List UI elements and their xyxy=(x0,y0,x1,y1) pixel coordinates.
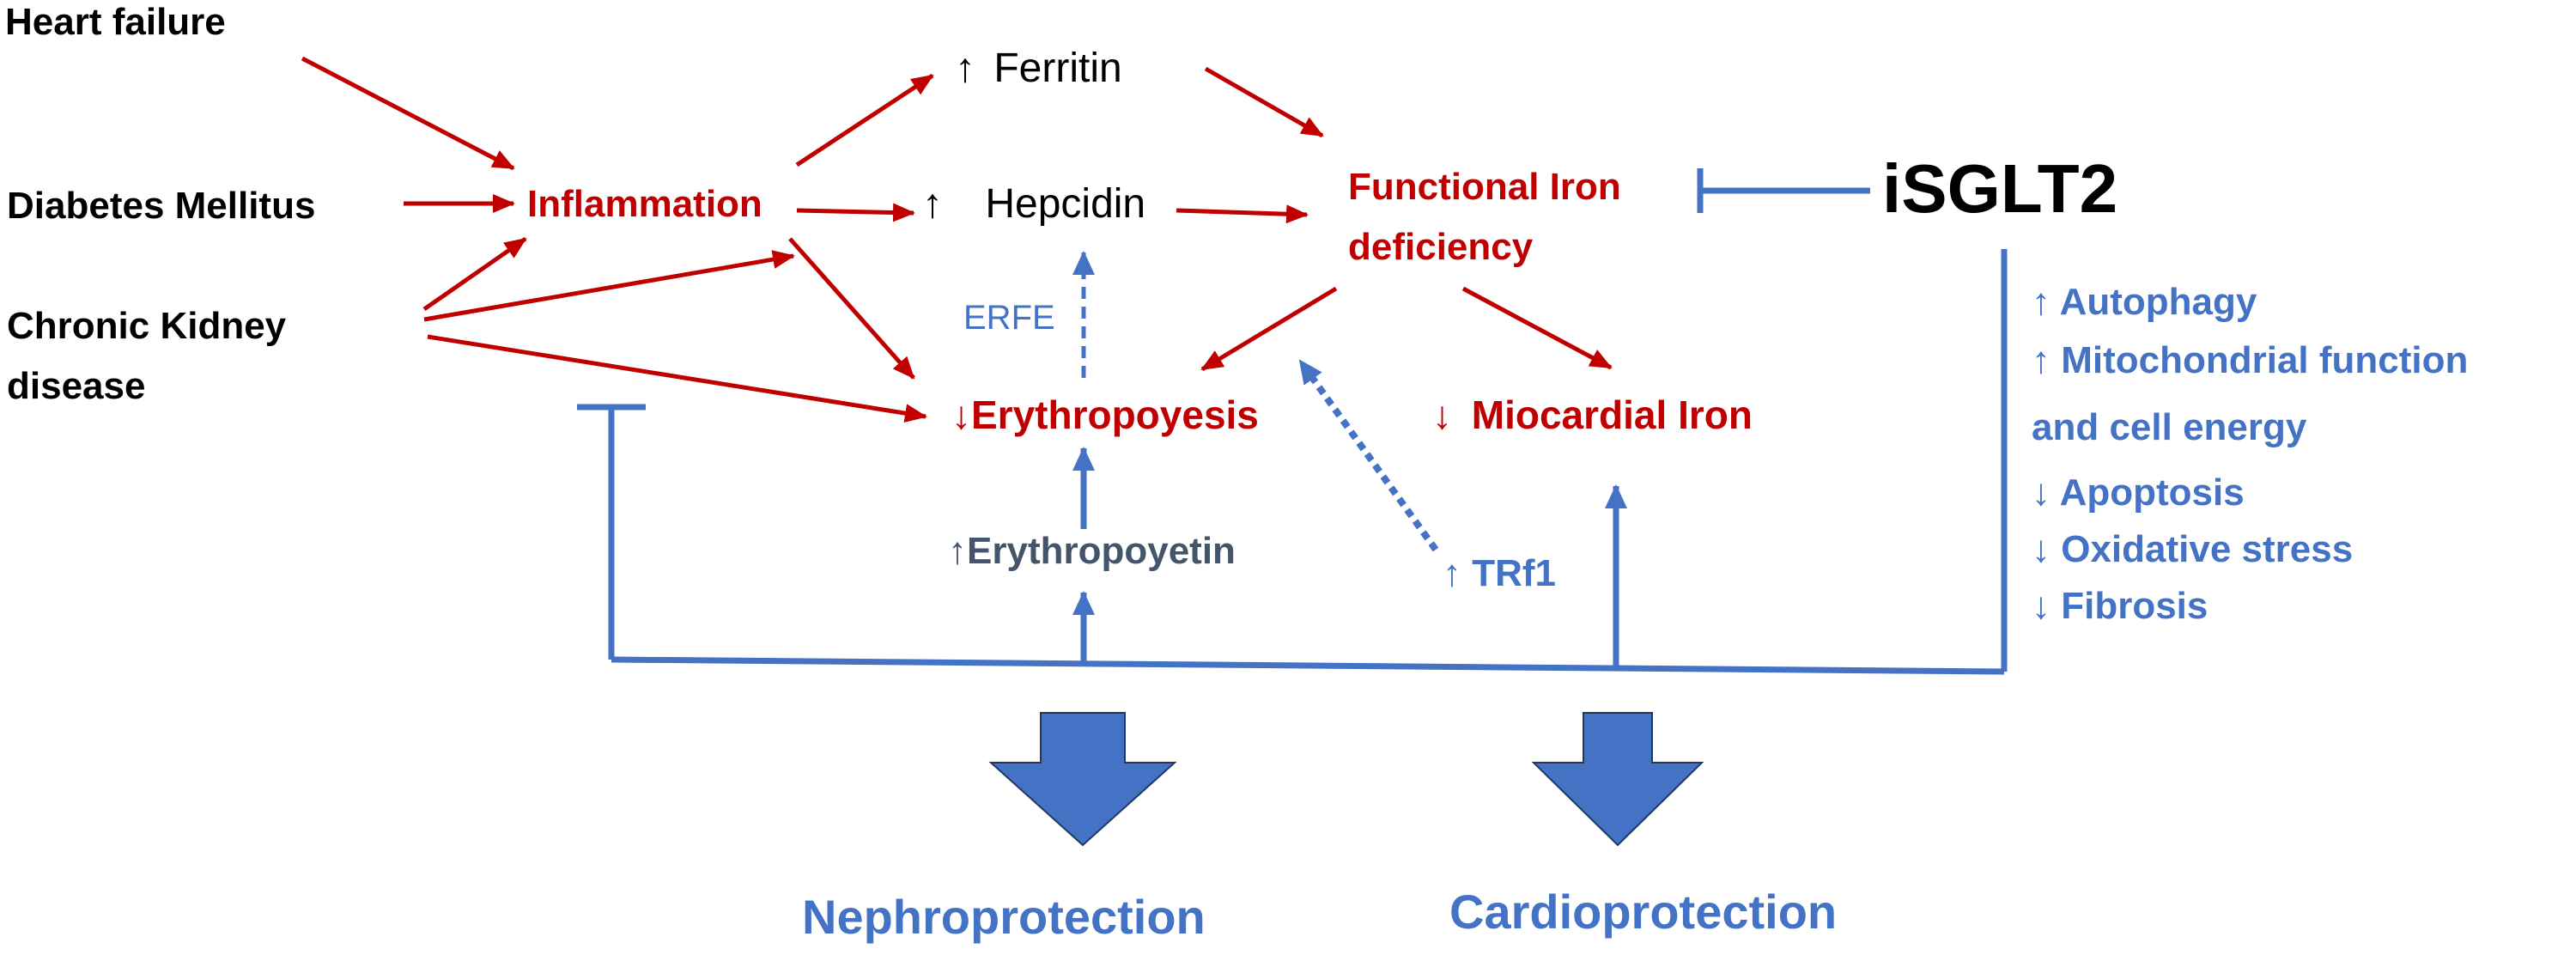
nephroprotection-label: Nephroprotection xyxy=(802,890,1206,944)
trf1-label: ↑ TRf1 xyxy=(1443,552,1556,594)
fid-label-line1: Functional Iron xyxy=(1348,166,1621,208)
ferritin-label: Ferritin xyxy=(993,46,1122,91)
effect-apoptosis: ↓ Apoptosis xyxy=(2032,471,2245,514)
cardioprotection-label: Cardioprotection xyxy=(1449,885,1838,939)
arrow-inflammation-to-erythropoiesis xyxy=(788,237,915,380)
erythropoietin-node: ↑Erythropoyetin xyxy=(948,532,1236,570)
effect-mitochondrial-function: ↑ Mitochondrial function xyxy=(2032,339,2469,381)
arrow-ferritin-to-fid xyxy=(1204,66,1324,138)
arrow-heart-failure-to-inflammation xyxy=(301,56,515,171)
isglt2-label: iSGLT2 xyxy=(1882,150,2118,227)
nephroprotection-block-arrow xyxy=(988,712,1177,847)
erythropoiesis-node: ↓Erythropoyesis xyxy=(951,395,1259,435)
arrow-fid-to-myocardial xyxy=(1461,286,1613,370)
bracket-bottom-line xyxy=(611,656,2005,675)
hepcidin-node: ↑ Hepcidin xyxy=(922,184,1145,225)
erfe-label: ERFE xyxy=(963,299,1055,337)
decrease-arrow-icon: ↓ xyxy=(1432,392,1452,437)
effect-autophagy: ↑ Autophagy xyxy=(2032,281,2257,323)
increase-arrow-icon: ↑ xyxy=(955,46,975,91)
hepcidin-label: Hepcidin xyxy=(985,181,1146,227)
arrow-ckd-to-inflammation xyxy=(422,236,527,312)
arrow-trf1-to-erythropoiesis xyxy=(1297,358,1439,552)
effect-fibrosis: ↓ Fibrosis xyxy=(2032,585,2208,627)
ferritin-node: ↑ Ferritin xyxy=(955,48,1122,89)
increase-arrow-icon: ↑ xyxy=(922,181,943,227)
ckd-label-line2: disease xyxy=(7,365,146,407)
arrow-inflammation-to-hepcidin xyxy=(796,203,915,222)
fid-label-line2: deficiency xyxy=(1348,226,1534,268)
arrow-ckd-to-erythropoiesis xyxy=(427,334,927,423)
effect-cell-energy: and cell energy xyxy=(2032,406,2307,448)
arrow-ckd-to-hepcidin xyxy=(423,250,795,322)
cardioprotection-block-arrow xyxy=(1531,712,1704,847)
inflammation-label: Inflammation xyxy=(527,183,762,225)
myocardial-iron-node: ↓ Miocardial Iron xyxy=(1432,395,1753,435)
arrow-fid-to-erythropoiesis xyxy=(1200,286,1338,372)
erythropoietin-label: Erythropoyetin xyxy=(967,530,1236,572)
arrow-hepcidin-to-fid xyxy=(1176,204,1309,224)
diabetes-mellitus-label: Diabetes Mellitus xyxy=(7,185,316,227)
effect-oxidative-stress: ↓ Oxidative stress xyxy=(2032,528,2354,570)
arrow-inflammation-to-ferritin xyxy=(795,73,934,167)
increase-arrow-icon: ↑ xyxy=(948,530,967,572)
ckd-label-line1: Chronic Kidney xyxy=(7,305,287,347)
heart-failure-label: Heart failure xyxy=(5,1,226,43)
erythropoiesis-label: Erythropoyesis xyxy=(971,392,1259,437)
myocardial-iron-label: Miocardial Iron xyxy=(1471,392,1753,437)
decrease-arrow-icon: ↓ xyxy=(951,392,971,437)
